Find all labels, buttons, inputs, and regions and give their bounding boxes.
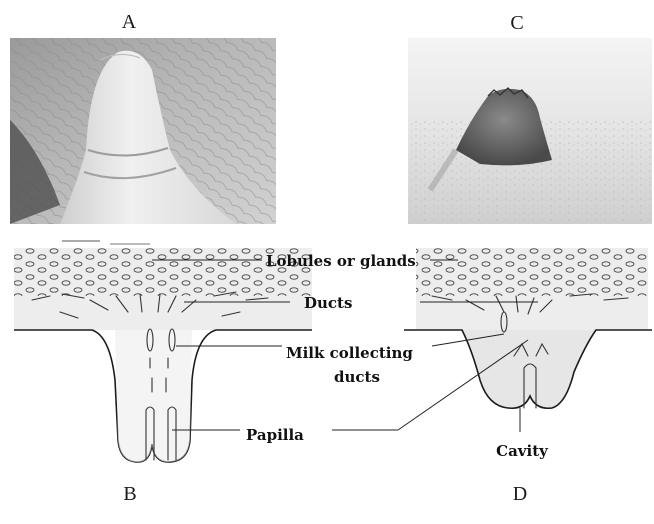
- photo-a: [10, 38, 276, 224]
- label-lobules-or-glands: Lobules or glands: [266, 252, 416, 270]
- panel-letter-c: C: [510, 12, 523, 34]
- label-milk-collecting-line2: ducts: [334, 368, 380, 386]
- panel-letter-b: B: [123, 483, 136, 505]
- stray-marks: [62, 241, 150, 244]
- panel-letter-d: D: [513, 483, 527, 505]
- diagram-d: [404, 248, 652, 408]
- label-milk-collecting-line1: Milk collecting: [286, 344, 413, 362]
- label-ducts: Ducts: [304, 294, 352, 312]
- label-papilla: Papilla: [246, 426, 304, 444]
- label-cavity: Cavity: [496, 442, 549, 460]
- photo-c: [408, 38, 652, 224]
- panel-letter-a: A: [122, 11, 137, 33]
